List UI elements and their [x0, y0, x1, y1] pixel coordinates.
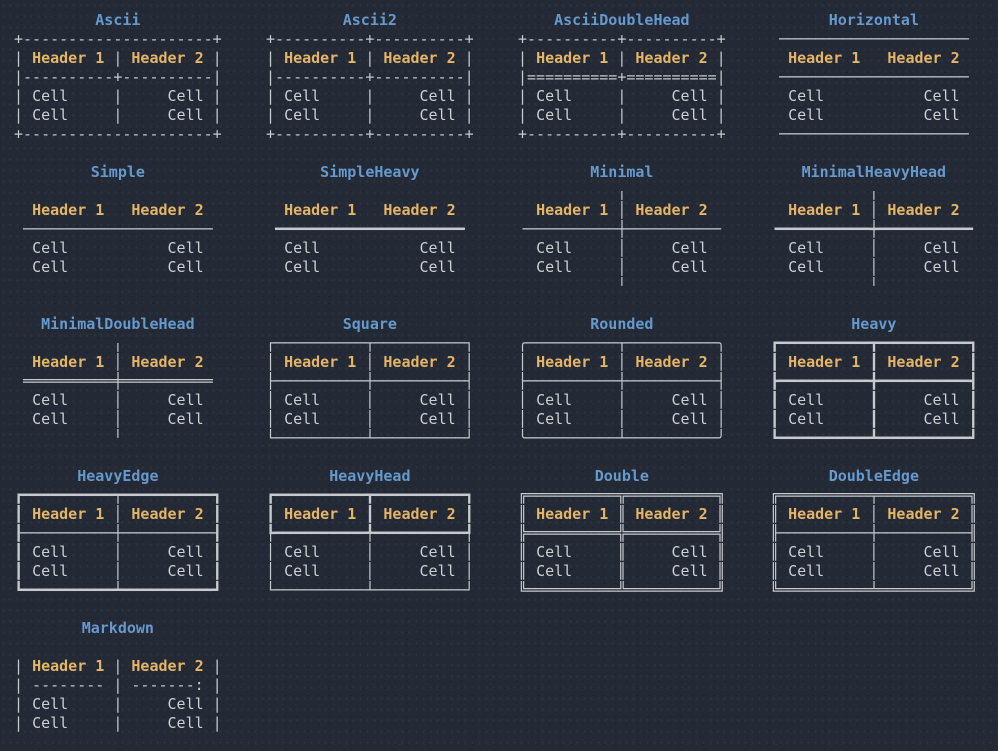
table-style-simpleheavy: SimpleHeavy Header 1 Header 2 ━━━━━━━━━━…: [266, 163, 474, 315]
table-ascii-art: ╷ Header 1 │ Header 2 ══════════╪═══════…: [14, 334, 222, 447]
table-ascii-art: +---------------------+| Header 1 | Head…: [14, 30, 222, 143]
table-style-title: HeavyHead: [329, 467, 411, 485]
table-style-ascii: Ascii +---------------------+| Header 1 …: [14, 11, 222, 163]
table-ascii-art: | Header 1 | Header 2 || -------- | ----…: [14, 657, 222, 732]
table-style-title: Markdown: [81, 619, 154, 637]
table-style-title: DoubleEdge: [828, 467, 919, 485]
table-style-title: Heavy: [851, 315, 897, 333]
table-style-title: Rounded: [590, 315, 654, 333]
table-style-minimal: Minimal ╷ Header 1 │ Header 2 ╶─────────…: [518, 163, 726, 315]
table-style-heavy: Heavy ┏━━━━━━━━━━┳━━━━━━━━━━┓┃ Header 1 …: [770, 315, 978, 467]
table-ascii-art: ╷ Header 1 │ Header 2 ╺━━━━━━━━━━┿━━━━━━…: [770, 182, 978, 295]
table-style-minimalheavyhead: MinimalHeavyHead ╷ Header 1 │ Header 2 ╺…: [770, 163, 978, 315]
table-style-horizontal: Horizontal ───────────────────── Header …: [770, 11, 978, 163]
table-ascii-art: ┏━━━━━━━━━━┳━━━━━━━━━━┓┃ Header 1 ┃ Head…: [266, 486, 474, 599]
table-style-title: Square: [342, 315, 397, 333]
table-style-simple: Simple Header 1 Header 2 ───────────────…: [14, 163, 222, 315]
table-style-minimaldoublehead: MinimalDoubleHead ╷ Header 1 │ Header 2 …: [14, 315, 222, 467]
table-ascii-art: ╷ Header 1 │ Header 2 ╶──────────┼──────…: [518, 182, 726, 295]
table-ascii-art: ┌──────────┬──────────┐│ Header 1 │ Head…: [266, 334, 474, 447]
table-style-title: MinimalHeavyHead: [801, 163, 947, 181]
table-ascii-art: +----------+----------+| Header 1 | Head…: [518, 30, 726, 143]
table-ascii-art: ┏━━━━━━━━━━┯━━━━━━━━━━┓┃ Header 1 │ Head…: [14, 486, 222, 599]
table-style-heavyedge: HeavyEdge ┏━━━━━━━━━━┯━━━━━━━━━━┓┃ Heade…: [14, 467, 222, 619]
table-style-markdown: Markdown | Header 1 | Header 2 || ------…: [14, 619, 222, 751]
table-ascii-art: ╭──────────┬──────────╮│ Header 1 │ Head…: [518, 334, 726, 447]
table-style-square: Square ┌──────────┬──────────┐│ Header 1…: [266, 315, 474, 467]
table-style-title: Ascii2: [342, 11, 397, 29]
table-ascii-art: Header 1 Header 2 ───────────────────── …: [14, 201, 222, 276]
table-ascii-art: ───────────────────── Header 1 Header 2 …: [770, 30, 978, 143]
table-style-title: Horizontal: [828, 11, 919, 29]
table-style-title: Minimal: [590, 163, 654, 181]
table-style-title: SimpleHeavy: [320, 163, 420, 181]
table-style-asciidoublehead: AsciiDoubleHead +----------+----------+|…: [518, 11, 726, 163]
table-ascii-art: ╔══════════╦══════════╗║ Header 1 ║ Head…: [518, 486, 726, 599]
table-style-title: Double: [594, 467, 649, 485]
table-ascii-art: ┏━━━━━━━━━━┳━━━━━━━━━━┓┃ Header 1 ┃ Head…: [770, 334, 978, 447]
table-style-double: Double ╔══════════╦══════════╗║ Header 1…: [518, 467, 726, 619]
table-style-title: Simple: [90, 163, 145, 181]
table-ascii-art: Header 1 Header 2 ━━━━━━━━━━━━━━━━━━━━━ …: [266, 201, 474, 276]
table-style-title: HeavyEdge: [77, 467, 159, 485]
table-styles-grid: Ascii +---------------------+| Header 1 …: [14, 11, 998, 751]
table-style-doubleedge: DoubleEdge ╔══════════╤══════════╗║ Head…: [770, 467, 978, 619]
table-style-title: MinimalDoubleHead: [41, 315, 195, 333]
table-style-title: AsciiDoubleHead: [554, 11, 690, 29]
table-style-ascii2: Ascii2 +----------+----------+| Header 1…: [266, 11, 474, 163]
table-ascii-art: ╔══════════╤══════════╗║ Header 1 │ Head…: [770, 486, 978, 599]
table-style-heavyhead: HeavyHead ┏━━━━━━━━━━┳━━━━━━━━━━┓┃ Heade…: [266, 467, 474, 619]
table-style-title: Ascii: [95, 11, 141, 29]
table-style-rounded: Rounded ╭──────────┬──────────╮│ Header …: [518, 315, 726, 467]
table-ascii-art: +----------+----------+| Header 1 | Head…: [266, 30, 474, 143]
